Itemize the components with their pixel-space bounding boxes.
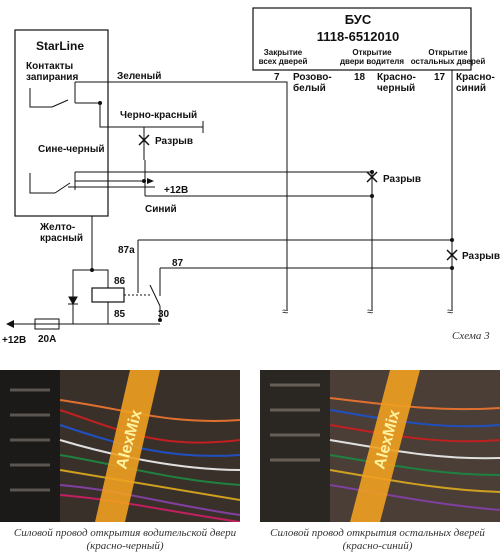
contacts-label-2: запирания xyxy=(26,72,78,83)
contacts-label-1: Контакты xyxy=(26,61,73,72)
svg-text:≈: ≈ xyxy=(447,306,453,318)
starline-box xyxy=(14,29,109,217)
relay-86: 86 xyxy=(114,276,126,287)
starline-title: StarLine xyxy=(36,39,84,53)
photo-caption-2: Силовой провод открытия остальных дверей… xyxy=(270,527,485,552)
wire-pink-white-1: Розово- xyxy=(293,72,332,83)
photo-caption-1: Силовой провод открытия водительской две… xyxy=(13,527,237,552)
relay-87a: 87а xyxy=(118,245,135,256)
wire-green-label: Зеленый xyxy=(117,71,161,82)
photo-other-doors-wire: AlexMix xyxy=(260,370,500,522)
arrow-right-icon xyxy=(147,178,154,184)
bus-box xyxy=(252,7,472,71)
bus-title: БУС xyxy=(345,12,372,27)
bus-col2-header-1: Открытие xyxy=(352,48,392,57)
relay-30: 30 xyxy=(158,309,170,320)
pin-7: 7 xyxy=(274,72,280,83)
svg-text:≈: ≈ xyxy=(367,306,373,318)
break-cross-icon xyxy=(138,134,150,146)
break-cross-icon xyxy=(446,249,458,261)
wire-pink-white-2: белый xyxy=(293,82,326,94)
break-label-3: Разрыв xyxy=(462,251,500,262)
bus-col3-header-1: Открытие xyxy=(428,48,468,57)
break-label-1: Разрыв xyxy=(155,136,193,147)
bus-col1-header-2: всех дверей xyxy=(259,57,308,66)
wiring-diagram: ≈ ≈ ≈ StarLine Контакты запирания БУС 11… xyxy=(2,7,500,345)
bus-col1-header-1: Закрытие xyxy=(264,48,303,57)
wire-red-black-1: Красно- xyxy=(377,72,416,83)
plus12-left-label: +12В xyxy=(2,335,26,345)
svg-text:≈: ≈ xyxy=(282,306,288,318)
wire-red-blue-2: синий xyxy=(456,83,486,94)
relay-87: 87 xyxy=(172,258,184,269)
wire-yellow-red-1: Желто- xyxy=(39,222,75,233)
relay-85: 85 xyxy=(114,309,126,320)
wire-blue-black-label: Сине-черный xyxy=(38,144,105,155)
bus-col3-header-2: остальных дверей xyxy=(411,57,486,66)
wire-black-red-label: Черно-красный xyxy=(120,110,197,121)
fuse-label: 20А xyxy=(38,334,56,345)
pin-17: 17 xyxy=(434,72,446,83)
pin-18: 18 xyxy=(354,72,366,83)
arrow-left-icon xyxy=(6,320,14,328)
scheme-label: Схема 3 xyxy=(452,330,490,342)
wire-yellow-red-2: красный xyxy=(40,233,83,244)
photo-driver-door-wire: AlexMix xyxy=(0,370,240,522)
break-label-2: Разрыв xyxy=(383,174,421,185)
break-cross-icon xyxy=(366,171,378,183)
bus-col2-header-2: двери водителя xyxy=(340,57,404,66)
plus12-right-label: +12В xyxy=(164,185,188,196)
bus-code: 1118-6512010 xyxy=(317,29,399,44)
wire-red-black-2: черный xyxy=(377,83,415,94)
fuse-icon xyxy=(34,318,60,330)
wire-red-blue-1: Красно- xyxy=(456,72,495,83)
wire-blue-label: Синий xyxy=(145,204,177,215)
